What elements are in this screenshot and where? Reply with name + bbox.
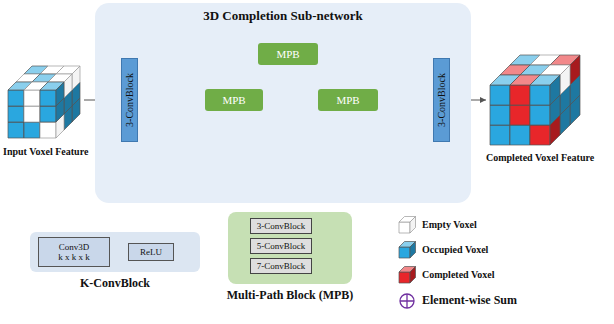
- cube-face: [40, 122, 56, 138]
- box-label: MPB: [336, 94, 359, 107]
- cube-face: [510, 85, 530, 105]
- cube-face: [24, 106, 40, 122]
- conv-block: 5-ConvBlock: [250, 238, 312, 254]
- cube-face: [530, 85, 550, 105]
- sum-symbol: [398, 292, 416, 310]
- conv-block: 3-ConvBlock: [121, 58, 138, 142]
- legend-row: Element-wise Sum: [398, 292, 517, 310]
- legend-label: Element-wise Sum: [422, 294, 517, 308]
- cube-face: [490, 85, 510, 105]
- box-label: ReLU: [140, 247, 162, 257]
- cube-face: [40, 106, 56, 122]
- mpb-block: MPB: [318, 89, 378, 111]
- cube-face: [510, 85, 530, 105]
- box-label: 5-ConvBlock: [257, 241, 306, 251]
- feature-label: Input Voxel Feature: [3, 146, 88, 158]
- cube-face: [40, 90, 56, 106]
- legend-row: Occupied Voxel: [398, 241, 488, 259]
- legend-label: Empty Voxel: [422, 219, 477, 231]
- legend-label: Completed Voxel: [422, 269, 495, 281]
- output-voxels: [490, 55, 580, 145]
- legend-swatch: [398, 241, 416, 259]
- cube-face: [410, 242, 416, 259]
- box-label: Conv3D: [59, 242, 90, 252]
- mpb-block: MPB: [205, 89, 263, 111]
- cube-face: [490, 125, 510, 145]
- sum-circle: [400, 294, 414, 308]
- cube-face: [24, 106, 40, 122]
- cube-face: [399, 247, 410, 258]
- cube-face: [530, 85, 550, 105]
- relu-box: ReLU: [128, 243, 174, 261]
- cube-face: [560, 65, 570, 95]
- legend-row: Completed Voxel: [398, 266, 495, 284]
- subnetwork-panel: 3D Completion Sub-network 3-ConvBlock MPB M…: [95, 3, 471, 203]
- cube-face: [24, 122, 40, 138]
- conv-block: 3-ConvBlock: [250, 218, 312, 234]
- cube-face: [8, 90, 24, 106]
- box-label: MPB: [222, 94, 245, 107]
- kconv-panel: K-ConvBlockConv3Dk x k x kReLU: [30, 232, 200, 272]
- conv-block: 3-ConvBlock: [433, 58, 450, 142]
- cube-face: [530, 125, 550, 145]
- feature-label: Completed Voxel Feature: [486, 152, 594, 164]
- legend-swatch: [398, 216, 416, 234]
- cube-face: [510, 125, 530, 145]
- box-label: 3-ConvBlock: [124, 73, 136, 127]
- cube-face: [550, 75, 560, 105]
- cube-face: [40, 106, 56, 122]
- mpb-panel: Multi-Path Block (MPB)3-ConvBlock5-ConvB…: [228, 212, 352, 284]
- cube-face: [410, 217, 416, 234]
- box-label: 7-ConvBlock: [257, 261, 306, 271]
- legend-row: Empty Voxel: [398, 216, 477, 234]
- block-heading: K-ConvBlock: [80, 276, 150, 291]
- box-label: MPB: [276, 48, 299, 61]
- cube-face: [8, 106, 24, 122]
- sum-plus: [400, 294, 414, 308]
- legend-label: Occupied Voxel: [422, 244, 488, 256]
- box-label: 3-ConvBlock: [257, 221, 306, 231]
- mpb-block: MPB: [258, 43, 318, 65]
- block-heading: Multi-Path Block (MPB): [227, 288, 354, 303]
- input-voxels: [8, 66, 80, 138]
- cube-face: [530, 105, 550, 125]
- cube-face: [8, 122, 24, 138]
- cube-face: [410, 267, 416, 284]
- cube-face: [56, 82, 64, 106]
- cube-face: [72, 66, 80, 90]
- cube-face: [530, 105, 550, 125]
- cube-face: [399, 272, 410, 283]
- cube-face: [399, 222, 410, 233]
- cube-face: [24, 90, 40, 106]
- box-label: 3D Completion Sub-network: [203, 9, 363, 24]
- box-label: 3-ConvBlock: [436, 73, 448, 127]
- box-label: k x k x k: [58, 252, 90, 262]
- cube-face: [570, 55, 580, 85]
- conv-block: 7-ConvBlock: [250, 258, 312, 274]
- legend-swatch: [398, 266, 416, 284]
- cube-face: [64, 74, 72, 98]
- cube-face: [40, 90, 56, 106]
- cube-face: [510, 105, 530, 125]
- cube-face: [490, 105, 510, 125]
- cube-face: [24, 90, 40, 106]
- conv3d-box: Conv3Dk x k x k: [38, 237, 110, 267]
- cube-face: [510, 105, 530, 125]
